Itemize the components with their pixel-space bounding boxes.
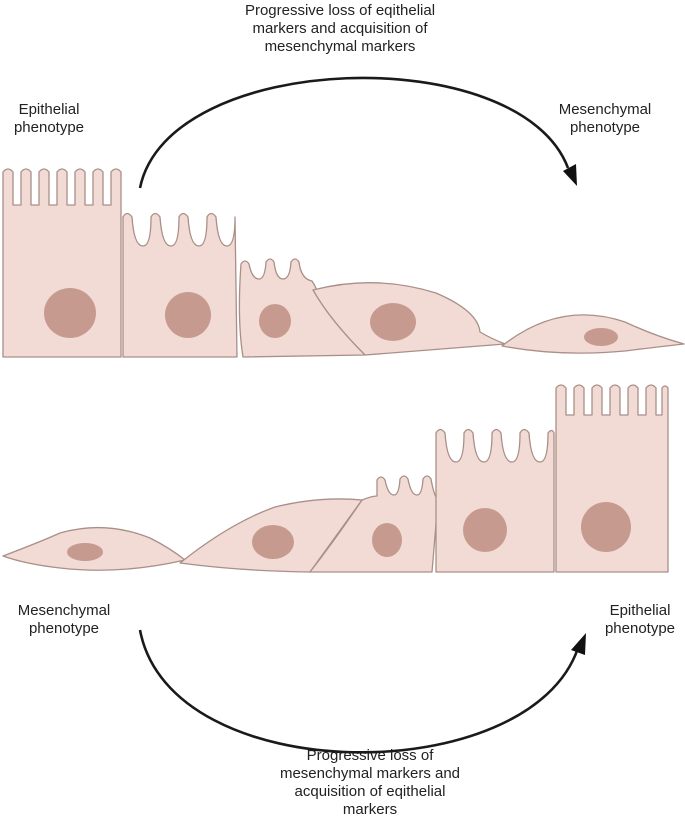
top-curved-arrow <box>138 76 577 189</box>
bottom-process-label: Progressive loss of mesenchymal markers … <box>240 747 500 819</box>
top-cell-row <box>2 168 685 358</box>
bottom-epithelial-label: Epithelial phenotype <box>595 602 685 638</box>
bottom-epithelial-line-1: Epithelial <box>609 602 671 619</box>
top-epithelial-line-2: phenotype <box>13 119 85 136</box>
bottom-cell-5-epithelial <box>555 384 669 573</box>
bottom-process-line-2: mesenchymal markers and <box>279 765 461 782</box>
bottom-epithelial-line-2: phenotype <box>604 620 676 637</box>
top-process-line-2: markers and acquisition of <box>252 20 428 37</box>
top-cell-2 <box>122 212 238 358</box>
bottom-cell-row <box>2 384 669 573</box>
top-process-line-3: mesenchymal markers <box>264 38 416 55</box>
top-cell-4 <box>312 282 506 356</box>
bottom-mesenchymal-line-1: Mesenchymal <box>17 602 111 619</box>
top-mesenchymal-label: Mesenchymal phenotype <box>545 101 665 137</box>
bottom-mesenchymal-label: Mesenchymal phenotype <box>4 602 124 638</box>
bottom-cell-3 <box>309 475 439 573</box>
top-epithelial-line-1: Epithelial <box>18 101 80 118</box>
bottom-process-line-3: acquisition of eqithelial <box>294 783 446 800</box>
top-mesenchymal-line-2: phenotype <box>569 119 641 136</box>
top-cell-3 <box>238 258 366 358</box>
top-epithelial-label: Epithelial phenotype <box>0 101 98 137</box>
bottom-cell-1-mesenchymal <box>2 526 186 571</box>
top-mesenchymal-line-1: Mesenchymal <box>558 101 652 118</box>
top-cell-5-mesenchymal <box>501 314 685 354</box>
top-process-label: Progressive loss of eqithelial markers a… <box>205 2 475 56</box>
top-process-line-1: Progressive loss of eqithelial <box>244 2 436 19</box>
bottom-cell-2 <box>179 498 363 573</box>
top-cell-1-epithelial <box>2 168 122 358</box>
bottom-mesenchymal-line-2: phenotype <box>28 620 100 637</box>
bottom-cell-4 <box>435 428 555 573</box>
bottom-curved-arrow <box>138 629 586 754</box>
bottom-process-line-4: markers <box>342 801 398 818</box>
